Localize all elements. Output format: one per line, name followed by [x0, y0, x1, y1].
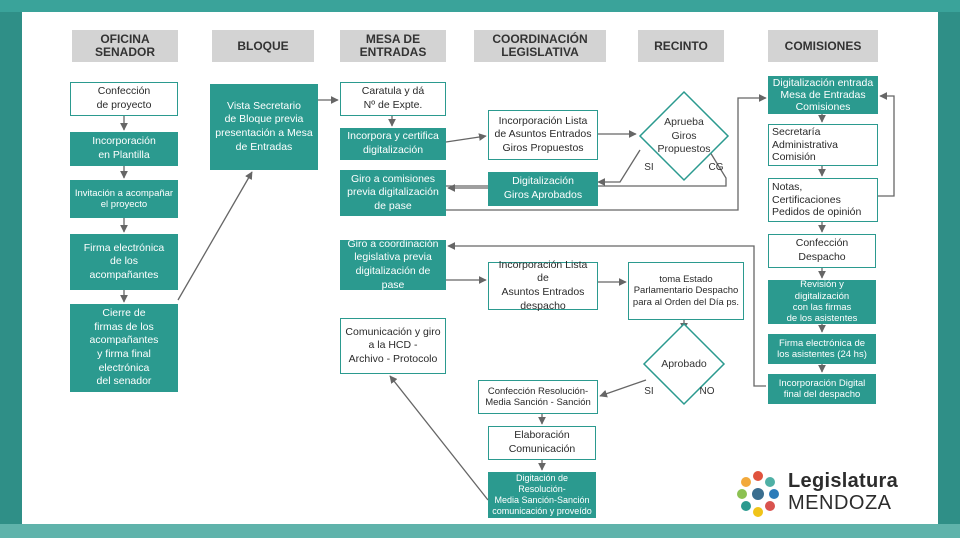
label-aprobado: Aprobado — [661, 358, 707, 370]
arrow-digitacion-to-comunicacion — [389, 375, 489, 501]
box-digitacion-resolucion: Digitación de Resolución- Media Sanción-… — [488, 472, 596, 518]
logo-mark-icon — [737, 471, 779, 517]
box-giro-coordinacion: Giro a coordinación legislativa previa d… — [340, 238, 446, 291]
box-elaboracion-comunicacion: Elaboración Comunicación — [488, 426, 596, 460]
box-vista-secretario-bloque: Vista Secretario de Bloque previa presen… — [210, 84, 318, 170]
box-lista-giros-propuestos: Incorporación Lista de Asuntos Entrados … — [488, 110, 598, 160]
box-confeccion-proyecto: Confección de proyecto — [70, 82, 178, 116]
header-mesa-de-entradas: MESA DE ENTRADAS — [340, 30, 446, 62]
box-caratula-expte: Caratula y dá Nº de Expte. — [340, 82, 446, 116]
box-confeccion-resolucion: Confección Resolución- Media Sanción - S… — [478, 380, 598, 414]
label-aprueba-cg: CG — [708, 162, 724, 173]
arrow-despacho-to-coordinacion — [447, 242, 766, 387]
label-aprobado-no: NO — [699, 386, 715, 397]
label-aprueba-si: SI — [644, 162, 654, 173]
box-revision-digitalizacion: Revisión y digitalización con las firmas… — [768, 279, 876, 324]
box-digitalizacion-entrada: Digitalización entrada Mesa de Entradas … — [768, 76, 878, 114]
box-giro-comisiones: Giro a comisiones previa digitalización … — [340, 170, 446, 216]
box-comunicacion-giro-hcd: Comunicación y giro a la HCD - Archivo -… — [340, 318, 446, 374]
arrow-aprobado-si — [599, 379, 647, 398]
arrow-cierre-to-bloque — [177, 171, 253, 301]
diamond-aprueba-giros — [638, 90, 730, 182]
background-shape — [0, 0, 960, 12]
header-bloque: BLOQUE — [212, 30, 314, 62]
label-aprueba-giros: Aprueba Giros Propuestos — [657, 116, 711, 156]
box-incorporacion-digital: Incorporación Digital final del despacho — [768, 374, 876, 404]
box-firma-acompanantes: Firma electrónica de los acompañantes — [70, 234, 178, 290]
box-cierre-firmas: Cierre de firmas de los acompañantes y f… — [70, 304, 178, 392]
header-comisiones: COMISIONES — [768, 30, 878, 62]
arrow-notas-loop — [878, 92, 895, 197]
background-shape — [0, 524, 960, 538]
legislatura-mendoza-logo: Legislatura MENDOZA — [734, 468, 904, 520]
box-notas-certificaciones: Notas, Certificaciones Pedidos de opinió… — [768, 178, 878, 222]
box-firma-asistentes: Firma electrónica de los asistentes (24 … — [768, 334, 876, 364]
box-invitacion-acompanar: Invitación a acompañar el proyecto — [70, 180, 178, 218]
box-secretaria-administrativa: Secretaría Administrativa Comisión — [768, 124, 878, 166]
box-incorporacion-plantilla: Incorporación en Plantilla — [70, 132, 178, 166]
label-aprobado-si: SI — [644, 386, 654, 397]
header-coordinacion-legislativa: COORDINACIÓN LEGISLATIVA — [474, 30, 606, 62]
logo-line-2: MENDOZA — [788, 492, 892, 514]
box-digitalizacion-giros: Digitalización Giros Aprobados — [488, 172, 598, 206]
diamond-aprobado — [642, 322, 726, 406]
box-estado-parlamentario: toma Estado Parlamentario Despacho para … — [628, 262, 744, 320]
header-recinto: RECINTO — [638, 30, 724, 62]
arrow-si-to-digitalizacion — [597, 149, 641, 186]
box-confeccion-despacho: Confección Despacho — [768, 234, 876, 268]
box-lista-despacho: Incorporación Lista de Asuntos Entrados … — [488, 259, 598, 312]
logo-line-1: Legislatura — [788, 470, 898, 492]
box-incorpora-certifica: Incorpora y certifica digitalización — [340, 128, 446, 160]
header-oficina-senador: OFICINA SENADOR — [72, 30, 178, 62]
arrow-giro-to-comisiones — [446, 94, 767, 211]
arrow-incorpora-to-lista — [445, 133, 487, 143]
